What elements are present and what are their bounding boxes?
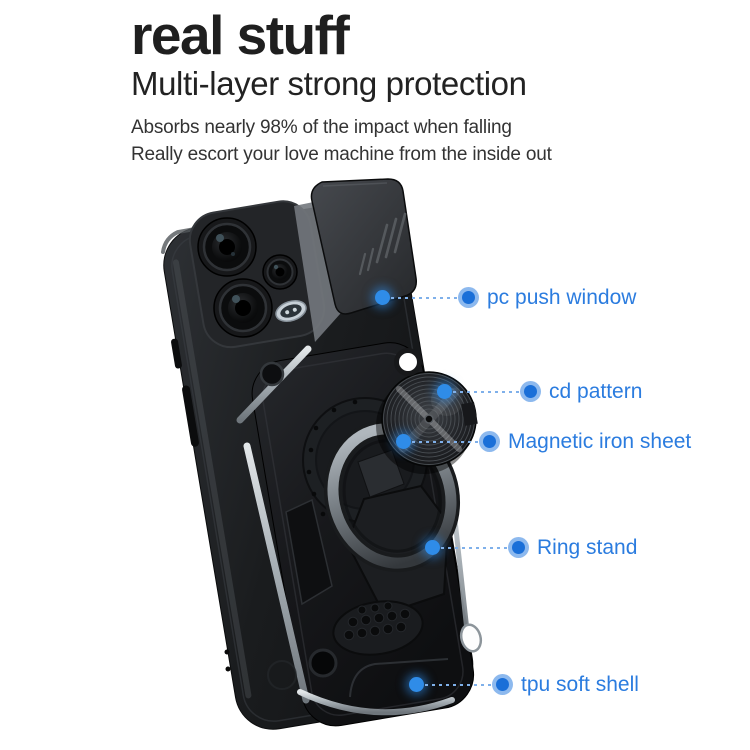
side-port-dot [225, 666, 231, 672]
phone-side-buttons [171, 338, 199, 447]
callout-connector-line [453, 390, 519, 393]
camera-flash [275, 300, 307, 322]
callout-target-dot [409, 677, 424, 692]
callout-label-dot [524, 385, 537, 398]
lanyard-hole [259, 361, 285, 387]
callout-label-dot [462, 291, 475, 304]
callout-label: pc push window [487, 285, 637, 309]
callout-label: tpu soft shell [521, 672, 639, 696]
case-through-hole [394, 348, 422, 376]
callout-label-dot [483, 435, 496, 448]
slide-cover [310, 178, 418, 315]
camera-lens-macro [262, 254, 298, 290]
case-left-silver-accent [243, 442, 310, 704]
callout-pc-push-window: pc push window [375, 286, 636, 309]
callout-tpu-soft-shell: tpu soft shell [409, 673, 639, 696]
bottom-screw-hole-dark [308, 648, 338, 678]
callout-label-dot [496, 678, 509, 691]
case-back [236, 342, 483, 727]
ring-stand [323, 419, 461, 573]
page-description: Absorbs nearly 98% of the impact when fa… [131, 114, 552, 168]
page-title: real stuff [131, 4, 350, 66]
callout-label-dot [512, 541, 525, 554]
bottom-inner-lip [349, 658, 449, 698]
phone-top-bevel [161, 215, 264, 254]
camera-island [188, 195, 357, 349]
camera-lens-main [197, 217, 257, 277]
callout-target-dot [437, 384, 452, 399]
callout-label: Magnetic iron sheet [508, 429, 692, 453]
callout-label: Ring stand [537, 535, 638, 559]
armor-window [285, 498, 333, 606]
callout-target-dot [396, 434, 411, 449]
callout-label: cd pattern [549, 379, 643, 403]
callout-cd-pattern: cd pattern [437, 380, 642, 403]
page-subtitle: Multi-layer strong protection [131, 65, 527, 102]
description-line: Really escort your love machine from the… [131, 144, 552, 165]
side-port-dot [224, 649, 230, 655]
callout-target-dot [425, 540, 440, 555]
callout-connector-line [425, 683, 491, 686]
callout-target-dot [375, 290, 390, 305]
case-bottom-silver-trim [297, 689, 455, 716]
texture-dots [332, 600, 424, 656]
callout-connector-line [441, 546, 507, 549]
slide-cover-grip-lines [358, 212, 407, 276]
screen-edge-highlight [172, 259, 252, 699]
callout-connector-line [412, 440, 478, 443]
speaker-circle [267, 660, 297, 690]
callout-ring-stand: Ring stand [425, 536, 637, 559]
description-line: Absorbs nearly 98% of the impact when fa… [131, 117, 512, 138]
callout-magnetic-iron-sheet: Magnetic iron sheet [396, 430, 691, 453]
bottom-screw-hole-white [459, 623, 483, 653]
callout-connector-line [391, 296, 457, 299]
camera-lens-wide [213, 278, 273, 338]
